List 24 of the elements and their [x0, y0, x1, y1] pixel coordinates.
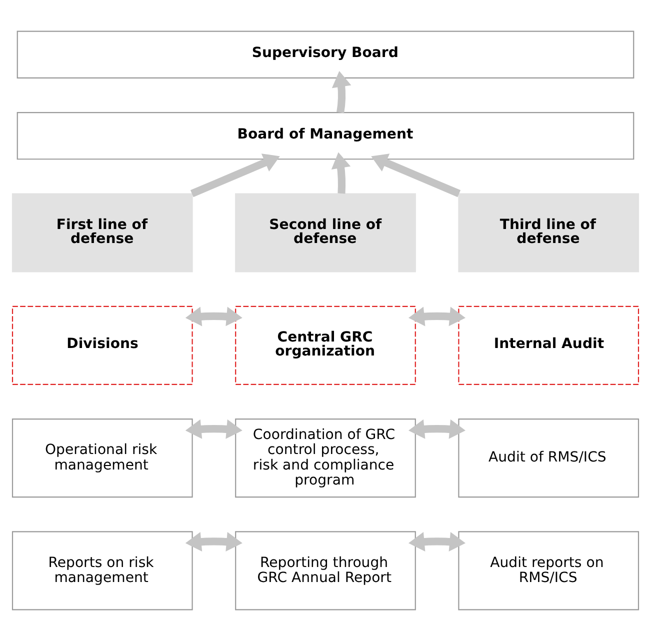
arrow: [185, 532, 242, 552]
arrow: [190, 154, 280, 198]
node-box: Coordination of GRC control process, risk and compliance program: [235, 418, 416, 498]
arrow: [408, 419, 466, 439]
node-box: Operational risk management: [12, 418, 193, 498]
node-box: Audit reports on RMS/ICS: [458, 531, 640, 610]
node-box: Reports on risk management: [12, 531, 193, 610]
node-box: Reporting through GRC Annual Report: [235, 531, 416, 610]
node-box: Third line of defense: [458, 193, 640, 272]
node-box: Internal Audit: [458, 306, 640, 385]
node-box: First line of defense: [12, 193, 193, 272]
node-box: Central GRC organization: [235, 306, 416, 385]
arrow: [332, 70, 352, 114]
arrow: [371, 154, 461, 198]
node-box: Board of Management: [16, 112, 634, 160]
arrow: [408, 532, 466, 552]
node-box: Second line of defense: [235, 193, 416, 272]
node-box: Audit of RMS/ICS: [458, 418, 640, 498]
node-box: Divisions: [12, 306, 193, 385]
arrow: [331, 152, 351, 194]
arrow: [185, 419, 242, 439]
node-box: Supervisory Board: [16, 30, 634, 78]
arrow: [408, 306, 466, 326]
arrow: [185, 306, 242, 326]
